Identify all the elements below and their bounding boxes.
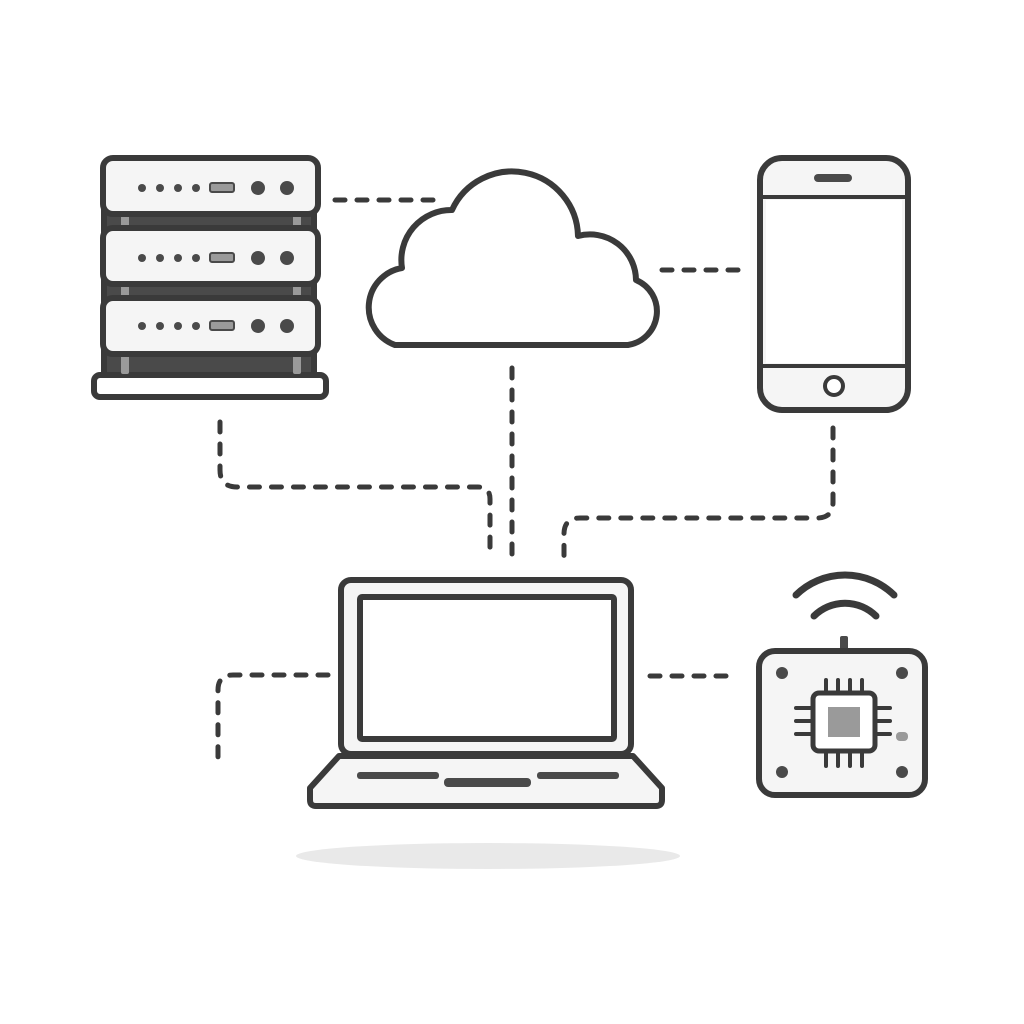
- link-laptop-to-offscreen: [215, 672, 331, 765]
- wifi-arc-outer: [792, 571, 898, 599]
- laptop-keyboard-left: [357, 772, 439, 779]
- laptop-icon: [296, 577, 680, 869]
- server-rack-icon: [91, 155, 329, 400]
- iot-chip-board-icon: [756, 571, 928, 798]
- server-rack-base: [91, 372, 329, 400]
- iot-mount-hole-tr: [896, 667, 908, 679]
- iot-mount-hole-tl: [776, 667, 788, 679]
- iot-chip-core: [828, 707, 860, 737]
- smartphone-home-button: [823, 375, 845, 397]
- server-rack-foot-right: [293, 354, 301, 374]
- server-rack-foot-left: [121, 354, 129, 374]
- laptop-shadow: [296, 843, 680, 869]
- iot-mount-hole-br: [896, 766, 908, 778]
- wifi-arc-inner: [810, 599, 880, 620]
- laptop-keyboard-right: [537, 772, 619, 779]
- iot-led: [896, 732, 908, 741]
- server-unit-2: [100, 225, 321, 287]
- smartphone-screen: [766, 200, 902, 363]
- server-unit-3: [100, 295, 321, 357]
- smartphone-speaker: [814, 174, 852, 182]
- smartphone-icon: [757, 155, 911, 413]
- iot-chip-pins: [794, 678, 892, 768]
- iot-mount-hole-bl: [776, 766, 788, 778]
- cloud-shape: [365, 168, 660, 348]
- connection-lines: [215, 197, 836, 765]
- link-phone-to-laptop: [561, 425, 836, 563]
- laptop-trackpad: [444, 778, 531, 787]
- link-server-to-laptop: [217, 419, 493, 561]
- server-unit-1: [100, 155, 321, 217]
- laptop-screen: [357, 594, 617, 742]
- cloud-icon: [365, 168, 660, 348]
